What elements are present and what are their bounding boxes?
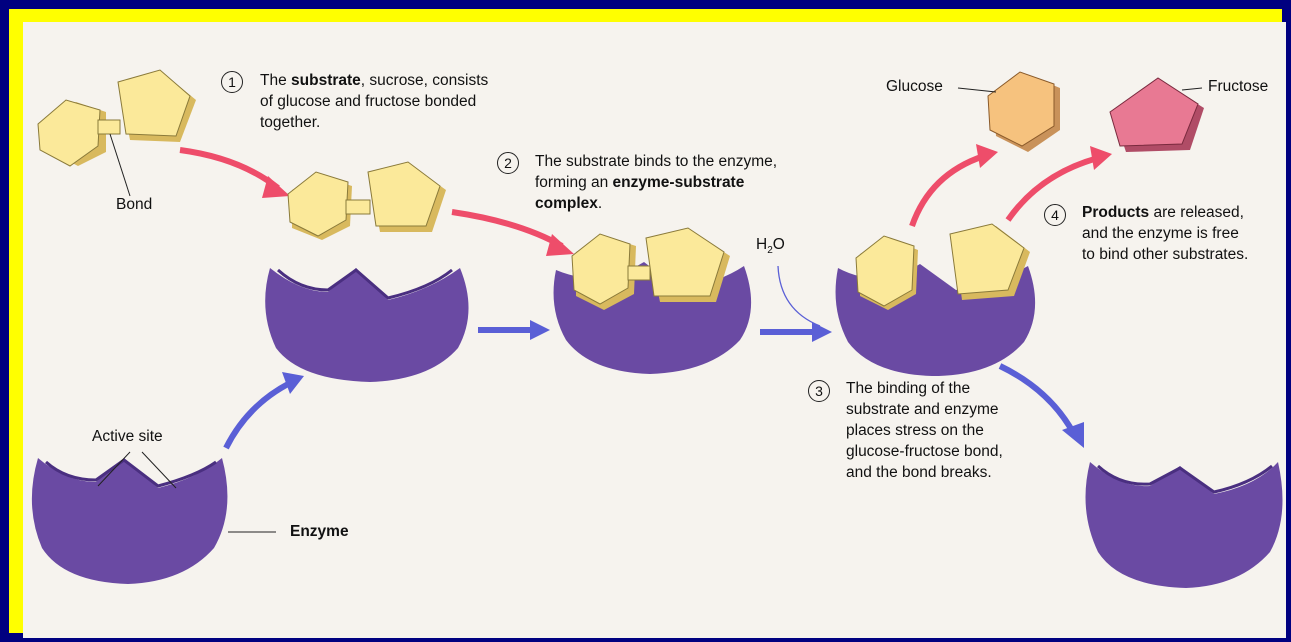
bond-label: Bond (116, 196, 152, 214)
arrow-blue-1-head (530, 320, 550, 340)
water-o: O (773, 236, 785, 253)
step-4-number: 4 (1044, 204, 1066, 226)
step-3-number: 3 (808, 380, 830, 402)
glucose-label: Glucose (886, 78, 943, 96)
glucose-product (988, 72, 1060, 152)
water-arrow (778, 266, 820, 326)
glucose-leader (958, 88, 996, 92)
arrow-blue-2-head (812, 322, 832, 342)
arrow-2 (452, 212, 562, 246)
step-4-line-2: and the enzyme is free (1082, 223, 1248, 244)
active-site-label: Active site (92, 428, 163, 446)
step-1-line-2: of glucose and fructose bonded (260, 91, 488, 112)
step-3-line-4: glucose-fructose bond, (846, 441, 1003, 462)
arrow-blue-3 (1000, 366, 1074, 434)
enzyme-label: Enzyme (290, 523, 349, 541)
step-2-number: 2 (497, 152, 519, 174)
step-3-text: The binding of the substrate and enzyme … (846, 378, 1003, 483)
enzyme-products-complex (836, 224, 1036, 376)
fructose-label: Fructose (1208, 78, 1268, 96)
enzyme-initial (32, 458, 228, 584)
arrow-glucose (912, 156, 984, 226)
step-3-line-5: and the bond breaks. (846, 462, 1003, 483)
step-1-number: 1 (221, 71, 243, 93)
arrow-blue-3-head (1062, 422, 1084, 448)
step-2-line-2: forming an enzyme-substrate (535, 172, 777, 193)
enzyme-released (1086, 462, 1283, 588)
arrow-fructose-head (1090, 146, 1112, 170)
enzyme-substrate-complex (554, 228, 752, 374)
bond-leader (110, 134, 130, 196)
step-2-text: The substrate binds to the enzyme, formi… (535, 151, 777, 214)
arrow-blue-up (226, 382, 292, 448)
step-3-line-1: The binding of the (846, 378, 1003, 399)
water-h: H (756, 236, 767, 253)
step-2-line-3: complex. (535, 193, 777, 214)
arrow-glucose-head (976, 144, 998, 168)
sucrose-molecule (38, 70, 196, 166)
step-2-line-1: The substrate binds to the enzyme, (535, 151, 777, 172)
step-3-line-3: places stress on the (846, 420, 1003, 441)
arrow-1 (180, 150, 278, 188)
enzyme-1 (265, 268, 468, 382)
step-4-line-1: Products are released, (1082, 202, 1248, 223)
step-1-line-1: The substrate, sucrose, consists (260, 70, 488, 91)
fructose-leader (1182, 88, 1202, 90)
step-1-text: The substrate, sucrose, consists of gluc… (260, 70, 488, 133)
step-3-line-2: substrate and enzyme (846, 399, 1003, 420)
sucrose-approaching (288, 162, 446, 240)
step-4-line-3: to bind other substrates. (1082, 244, 1248, 265)
step-1-line-3: together. (260, 112, 488, 133)
step-4-text: Products are released, and the enzyme is… (1082, 202, 1248, 265)
water-label: H2O (756, 236, 785, 256)
